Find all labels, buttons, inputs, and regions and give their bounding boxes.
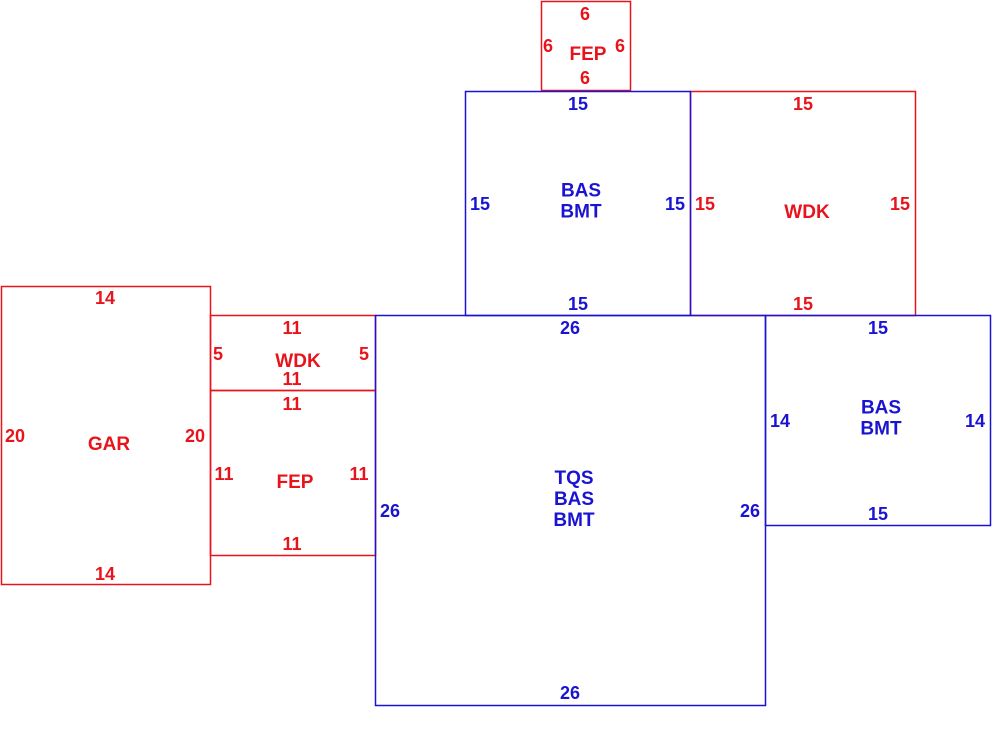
dimension-left: 5	[213, 344, 223, 364]
dimension-top: 14	[95, 288, 115, 308]
dimension-right: 15	[890, 194, 910, 214]
dimension-bottom: 6	[580, 68, 590, 88]
dimension-bottom: 26	[560, 683, 580, 703]
dimension-right: 5	[359, 344, 369, 364]
area-code-label: WDK	[275, 351, 321, 372]
dimension-right: 20	[185, 426, 205, 446]
area-code-label: BAS	[561, 181, 601, 202]
area-code-label: WDK	[784, 202, 830, 223]
dimension-left: 26	[380, 501, 400, 521]
area-code-label: FEP	[277, 472, 314, 493]
area-code-label: BAS	[861, 398, 901, 419]
dimension-left: 14	[770, 411, 790, 431]
dimension-bottom: 11	[282, 534, 301, 554]
dimension-top: 26	[560, 318, 580, 338]
dimension-bottom: 15	[868, 504, 888, 524]
dimension-top: 6	[580, 4, 590, 24]
dimension-right: 15	[665, 194, 685, 214]
dimension-bottom: 11	[282, 369, 301, 389]
dimension-top: 15	[868, 318, 888, 338]
area-code-label: GAR	[88, 434, 131, 455]
area-code-label: BMT	[560, 202, 602, 223]
dimension-top: 11	[282, 394, 301, 414]
dimension-left: 15	[470, 194, 490, 214]
area-code-label: BMT	[860, 419, 902, 440]
dimension-top: 15	[793, 94, 813, 114]
dimension-right: 26	[740, 501, 760, 521]
area-code-label: BMT	[553, 510, 595, 531]
area-code-label: FEP	[570, 44, 607, 65]
dimension-top: 11	[282, 318, 301, 338]
dimension-top: 15	[568, 94, 588, 114]
area-outline	[540, 0, 632, 92]
dimension-bottom: 15	[568, 294, 588, 314]
area-code-label: TQS	[554, 468, 593, 489]
area-gar: 14 14 20 20 GAR	[0, 285, 212, 586]
dimension-right: 14	[965, 411, 985, 431]
area-outline	[764, 314, 992, 527]
dimension-left: 20	[5, 426, 25, 446]
dimension-right: 11	[349, 464, 368, 484]
dimension-bottom: 15	[793, 294, 813, 314]
dimension-left: 15	[695, 194, 715, 214]
dimension-bottom: 14	[95, 564, 115, 584]
dimension-right: 6	[615, 36, 625, 56]
area-wdk-left: 11 11 5 5 WDK	[209, 314, 377, 392]
dimension-left: 11	[214, 464, 233, 484]
area-code-label: BAS	[554, 489, 594, 510]
dimension-left: 6	[543, 36, 553, 56]
